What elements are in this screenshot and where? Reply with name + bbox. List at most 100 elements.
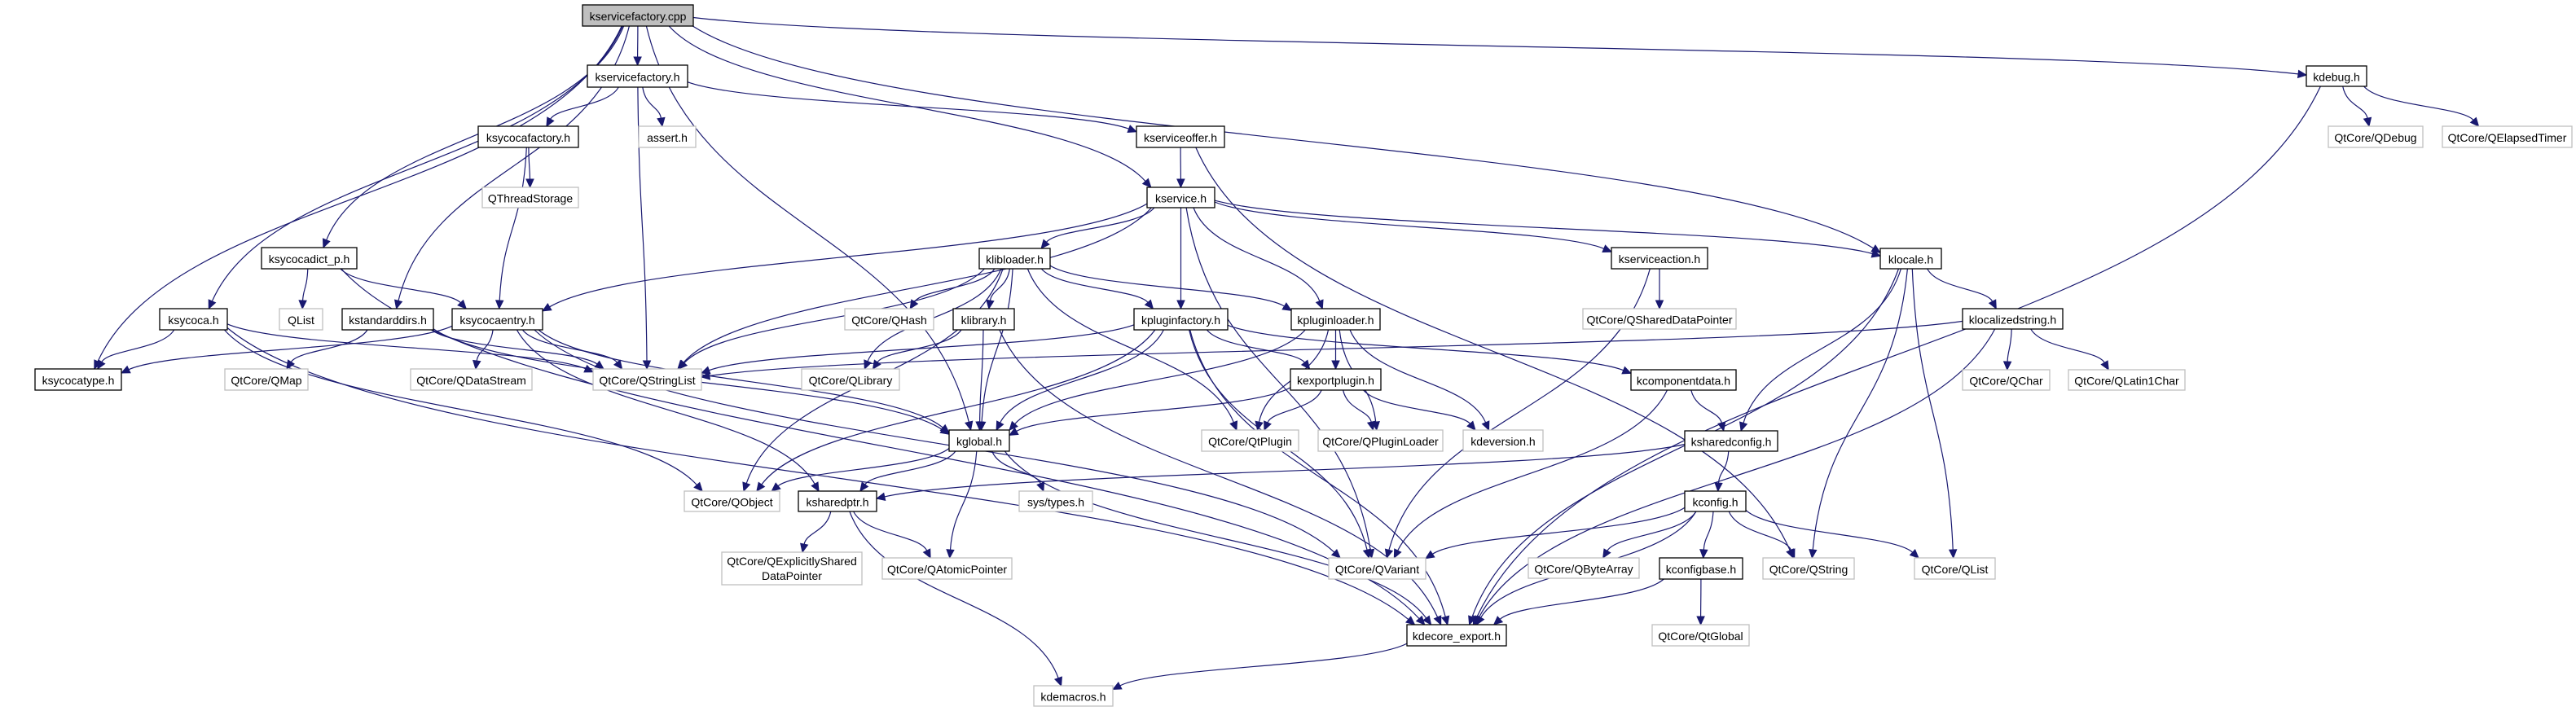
edge-line	[709, 320, 1963, 377]
edge-line	[1193, 207, 1321, 301]
edge-line	[777, 448, 950, 487]
node-kglobal-h[interactable]: kglobal.h	[948, 429, 1010, 452]
node-box	[1659, 557, 1743, 580]
node-qtglobal[interactable]: QtCore/QtGlobal	[1651, 624, 1750, 647]
node-label: ksycocatype.h	[42, 374, 115, 387]
arrowhead-icon	[1441, 615, 1450, 626]
node-assert-h[interactable]: assert.h	[638, 125, 697, 148]
node-klocalizedstring-h[interactable]: klocalizedstring.h	[1962, 308, 2064, 330]
node-kdeversion-h[interactable]: kdeversion.h	[1462, 429, 1544, 452]
arrowhead-icon	[286, 359, 296, 371]
arrowhead-icon	[1036, 481, 1045, 493]
edge-kservicefactory_cpp-to-kdebug_h	[692, 16, 2308, 79]
arrowhead-icon	[939, 424, 950, 434]
edge-line	[1214, 200, 1873, 255]
node-qobject[interactable]: QtCore/QObject	[684, 490, 780, 512]
node-qdebug[interactable]: QtCore/QDebug	[2328, 125, 2424, 148]
arrowhead-icon	[1009, 420, 1018, 432]
node-ksycocatype-h[interactable]: ksycocatype.h	[34, 368, 122, 391]
edge-line	[2342, 86, 2368, 119]
node-label: QThreadStorage	[488, 192, 573, 205]
node-qhash[interactable]: QtCore/QHash	[844, 308, 934, 331]
node-qtplugin[interactable]: QtCore/QtPlugin	[1201, 429, 1299, 452]
edge-klocale_h-to-QList	[1911, 268, 1958, 560]
node-label: QtCore/QList	[1922, 563, 1989, 576]
edge-line	[1927, 268, 1994, 302]
node-qatomicpointer[interactable]: QtCore/QAtomicPointer	[881, 557, 1013, 580]
node-ksycocaentry-h[interactable]: ksycocaentry.h	[451, 308, 543, 331]
node-label: ksycocafactory.h	[486, 131, 570, 144]
node-qlatin1char[interactable]: QtCore/QLatin1Char	[2068, 369, 2186, 391]
node-ksharedconfig-h[interactable]: ksharedconfig.h	[1684, 430, 1778, 452]
edge-kpluginfactory_h-to-kcomponentdata_h	[1227, 324, 1633, 375]
node-kstandarddirs-h[interactable]: kstandarddirs.h	[341, 308, 434, 331]
node-ksycocadict-p-h[interactable]: ksycocadict_p.h	[261, 247, 358, 270]
node-box	[1684, 430, 1778, 452]
node-kserviceaction-h[interactable]: kserviceaction.h	[1611, 247, 1708, 270]
node-ksycocafactory-h[interactable]: ksycocafactory.h	[477, 125, 579, 148]
arrowhead-icon	[1144, 299, 1154, 309]
node-qthreadstorage[interactable]: QThreadStorage	[481, 187, 579, 208]
edge-kdebug_h-to-QElapsedTimer	[2363, 86, 2480, 127]
node-klibloader-h[interactable]: klibloader.h	[978, 248, 1051, 270]
edge-line	[692, 25, 1874, 249]
node-qbytearray[interactable]: QtCore/QByteArray	[1528, 557, 1640, 579]
node-qvariant[interactable]: QtCore/QVariant	[1328, 557, 1426, 580]
node-box	[481, 187, 579, 208]
node-qstring[interactable]: QtCore/QString	[1762, 557, 1855, 580]
node-kdebug-h[interactable]: kdebug.h	[2306, 65, 2367, 87]
arrowhead-icon	[633, 56, 642, 67]
node-ksharedptr-h[interactable]: ksharedptr.h	[798, 490, 877, 512]
node-kservicefactory-h[interactable]: kservicefactory.h	[587, 64, 688, 88]
node-ksycoca-h[interactable]: ksycoca.h	[159, 308, 228, 331]
node-kcomponentdata-h[interactable]: kcomponentdata.h	[1630, 369, 1737, 391]
node-sys-types-h[interactable]: sys/types.h	[1018, 490, 1093, 512]
edge-klocale_h-to-klocalizedstring_h	[1927, 268, 1997, 310]
node-label: kglobal.h	[956, 435, 1002, 448]
node-qdatastream[interactable]: QtCore/QDataStream	[410, 368, 533, 391]
arrowhead-icon	[742, 481, 751, 493]
node-kservice-h[interactable]: kservice.h	[1146, 187, 1215, 208]
edge-kconfig_h-to-QByteArray	[1602, 511, 1697, 560]
node-klocale-h[interactable]: klocale.h	[1879, 248, 1942, 270]
node-qlist-plain[interactable]: QList	[279, 308, 323, 331]
node-kexportplugin-h[interactable]: kexportplugin.h	[1290, 368, 1382, 391]
arrowhead-icon	[393, 299, 403, 310]
edge-kpluginfactory_h-to-QObject	[756, 329, 1156, 492]
arrowhead-icon	[2469, 116, 2480, 127]
edge-line	[884, 443, 1686, 498]
node-qshareddatapointer[interactable]: QtCore/QSharedDataPointer	[1582, 308, 1737, 330]
node-kpluginloader-h[interactable]: kpluginloader.h	[1290, 308, 1381, 331]
edge-line	[1728, 511, 1792, 551]
node-qpluginloader[interactable]: QtCore/QPluginLoader	[1317, 429, 1444, 452]
node-qmap[interactable]: QtCore/QMap	[224, 368, 309, 391]
edge-kdebug_h-to-kdecore_export_h	[1472, 86, 2321, 626]
arrowhead-icon	[811, 481, 820, 493]
node-box	[1018, 490, 1093, 512]
edge-ksharedptr_h-to-kdemacros_h	[849, 511, 1062, 687]
edge-line	[1046, 207, 1155, 243]
edge-ksycocadict_p_h-to-ksycocaentry_h	[340, 268, 468, 309]
arrowhead-icon	[1602, 548, 1611, 560]
node-qlibrary[interactable]: QtCore/QLibrary	[801, 368, 900, 391]
node-qlist[interactable]: QtCore/QList	[1914, 557, 1996, 580]
edge-line	[528, 147, 531, 180]
node-kdecore-export-h[interactable]: kdecore_export.h	[1406, 624, 1507, 647]
node-kconfig-h[interactable]: kconfig.h	[1684, 490, 1747, 512]
node-qchar[interactable]: QtCore/QChar	[1962, 369, 2051, 391]
edge-line	[1743, 268, 1901, 424]
node-klibrary-h[interactable]: klibrary.h	[952, 308, 1015, 331]
node-box	[1133, 308, 1229, 331]
edge-line	[226, 327, 1409, 621]
node-kconfigbase-h[interactable]: kconfigbase.h	[1659, 557, 1743, 580]
edge-line	[1745, 509, 1914, 553]
node-kpluginfactory-h[interactable]: kpluginfactory.h	[1133, 308, 1229, 331]
edge-line	[538, 329, 943, 428]
node-kserviceoffer-h[interactable]: kserviceoffer.h	[1136, 125, 1225, 148]
edge-line	[1119, 643, 1408, 687]
node-qelapsedtimer[interactable]: QtCore/QElapsedTimer	[2442, 125, 2573, 148]
node-qstringlist[interactable]: QtCore/QStringList	[592, 368, 702, 391]
node-kservicefactory-cpp[interactable]: kservicefactory.cpp	[582, 4, 694, 27]
node-kdemacros-h[interactable]: kdemacros.h	[1033, 685, 1114, 707]
